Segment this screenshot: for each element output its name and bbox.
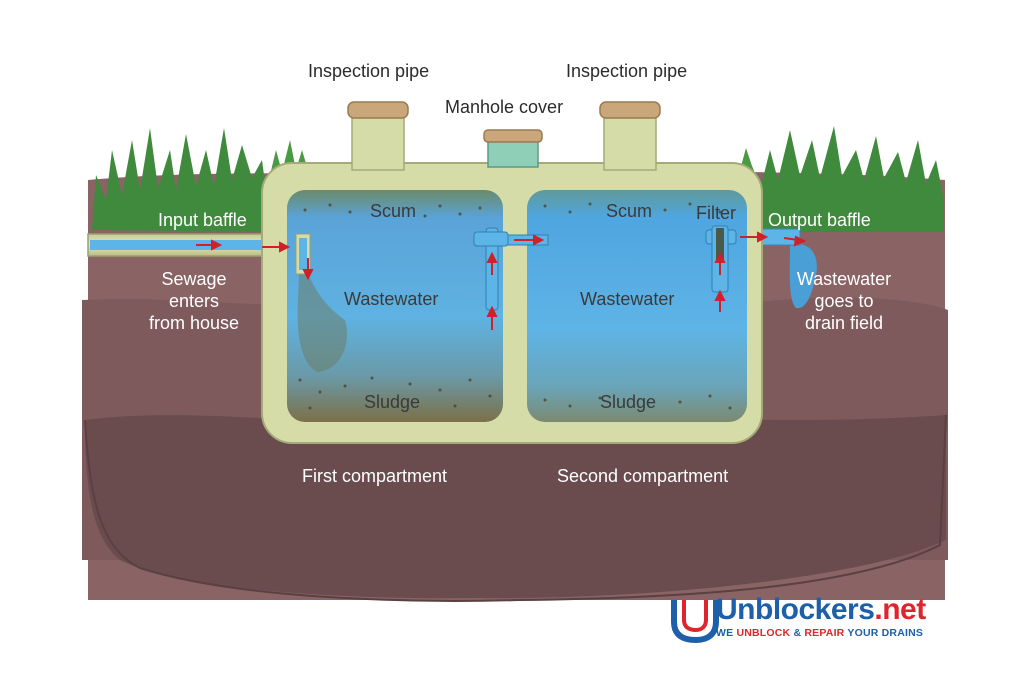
label-inspection-pipe-left: Inspection pipe bbox=[308, 61, 430, 81]
label-sludge-left: Sludge bbox=[364, 392, 421, 412]
inspection-pipe-right-shape bbox=[599, 101, 661, 171]
tagline-highlight1: UNBLOCK bbox=[736, 627, 791, 639]
manhole-cover-shape bbox=[483, 129, 543, 168]
label-input-baffle: Input baffle bbox=[158, 210, 247, 230]
second-compartment-chamber bbox=[527, 190, 747, 422]
soil-lower bbox=[85, 415, 946, 599]
brand-name-tld: .net bbox=[874, 593, 926, 626]
brand-name-main: Unblockers bbox=[716, 593, 875, 626]
sewage-line-2: enters bbox=[168, 291, 220, 311]
label-second-compartment: Second compartment bbox=[557, 466, 729, 486]
brand-name: Unblockers.net bbox=[716, 594, 926, 626]
logo-pipe-icon bbox=[671, 600, 719, 644]
soil-bottom-edge bbox=[84, 414, 947, 602]
label-wastewater-drain: Wastewater goes to drain field bbox=[786, 268, 902, 334]
label-sludge-right: Sludge bbox=[600, 392, 657, 412]
sediment-dots bbox=[298, 202, 732, 410]
input-plume bbox=[297, 250, 347, 372]
tagline-part3: YOUR DRAINS bbox=[844, 627, 924, 639]
label-scum-right: Scum bbox=[606, 201, 653, 221]
label-inspection-pipe-right: Inspection pipe bbox=[566, 61, 688, 81]
label-first-compartment: First compartment bbox=[302, 466, 448, 486]
label-filter: Filter bbox=[696, 203, 736, 223]
drain-line-2: goes to bbox=[814, 291, 874, 311]
label-scum-left: Scum bbox=[370, 201, 417, 221]
label-wastewater-left: Wastewater bbox=[344, 289, 439, 309]
drain-field-outflow bbox=[789, 244, 817, 309]
tagline-part1: WE bbox=[716, 627, 737, 639]
first-compartment-chamber bbox=[287, 190, 503, 422]
inspection-pipe-left-shape bbox=[347, 101, 409, 171]
label-sewage-enters: Sewage enters from house bbox=[138, 268, 250, 334]
drain-line-3: drain field bbox=[804, 313, 884, 333]
flow-arrows bbox=[196, 231, 807, 330]
label-wastewater-right: Wastewater bbox=[580, 289, 675, 309]
drain-line-1: Wastewater bbox=[796, 269, 892, 289]
label-output-baffle: Output baffle bbox=[768, 210, 871, 230]
sewage-line-1: Sewage bbox=[161, 269, 227, 289]
tagline-part2: & bbox=[790, 627, 805, 639]
label-manhole-cover: Manhole cover bbox=[445, 97, 564, 117]
tagline-highlight2: REPAIR bbox=[804, 627, 845, 639]
brand-tagline: WE UNBLOCK & REPAIR YOUR DRAINS bbox=[716, 627, 923, 639]
sewage-line-3: from house bbox=[148, 313, 240, 333]
